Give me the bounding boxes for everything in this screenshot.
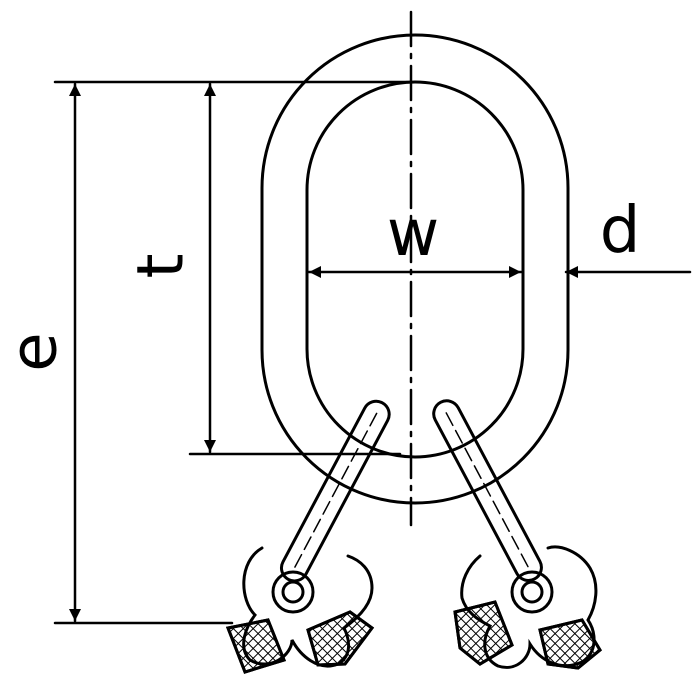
right-coupling-hook [453,545,602,670]
label-d: d [600,194,641,268]
right-sub-link [432,399,543,582]
master-link-inner [305,80,525,459]
label-e: e [0,332,72,371]
label-w: w [387,197,439,271]
label-t: t [125,253,199,278]
left-sub-link [279,399,391,583]
left-coupling-hook [225,546,375,674]
